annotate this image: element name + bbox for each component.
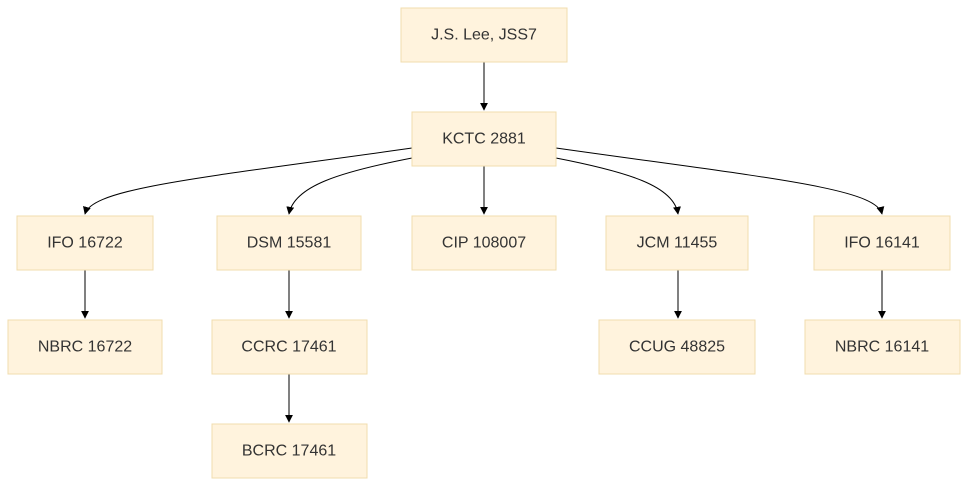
edge-kctc2881-jcm11455 [555, 157, 681, 215]
node-kctc2881: KCTC 2881 [411, 111, 557, 167]
node-dsm15581: DSM 15581 [216, 215, 362, 271]
node-bcrc17461: BCRC 17461 [211, 423, 368, 479]
edge-kctc2881-ifo16722 [83, 147, 413, 215]
node-ifo16722: IFO 16722 [16, 215, 154, 271]
node-jss7: J.S. Lee, JSS7 [400, 7, 568, 63]
node-label-ccrc17461: CCRC 17461 [241, 339, 336, 356]
node-label-ifo16141: IFO 16141 [844, 235, 920, 252]
nodes: J.S. Lee, JSS7 KCTC 2881 IFO 16722 DSM 1… [7, 7, 961, 479]
node-label-nbrc16722: NBRC 16722 [38, 339, 132, 356]
node-label-jss7: J.S. Lee, JSS7 [431, 27, 537, 44]
node-label-bcrc17461: BCRC 17461 [242, 443, 336, 460]
node-label-jcm11455: JCM 11455 [637, 235, 718, 252]
edges [81, 62, 886, 423]
edge-kctc2881-ifo16141 [555, 147, 885, 215]
node-ccug48825: CCUG 48825 [598, 319, 756, 375]
node-label-ifo16722: IFO 16722 [47, 235, 123, 252]
edge-kctc2881-dsm15581 [286, 157, 413, 215]
node-label-ccug48825: CCUG 48825 [629, 339, 725, 356]
node-ifo16141: IFO 16141 [813, 215, 951, 271]
node-ccrc17461: CCRC 17461 [211, 319, 368, 375]
node-label-dsm15581: DSM 15581 [247, 235, 332, 252]
node-jcm11455: JCM 11455 [605, 215, 749, 271]
node-label-nbrc16141: NBRC 16141 [835, 339, 929, 356]
node-label-cip108007: CIP 108007 [442, 235, 526, 252]
node-nbrc16141: NBRC 16141 [804, 319, 961, 375]
node-label-kctc2881: KCTC 2881 [442, 131, 526, 148]
node-cip108007: CIP 108007 [411, 215, 557, 271]
node-nbrc16722: NBRC 16722 [7, 319, 163, 375]
